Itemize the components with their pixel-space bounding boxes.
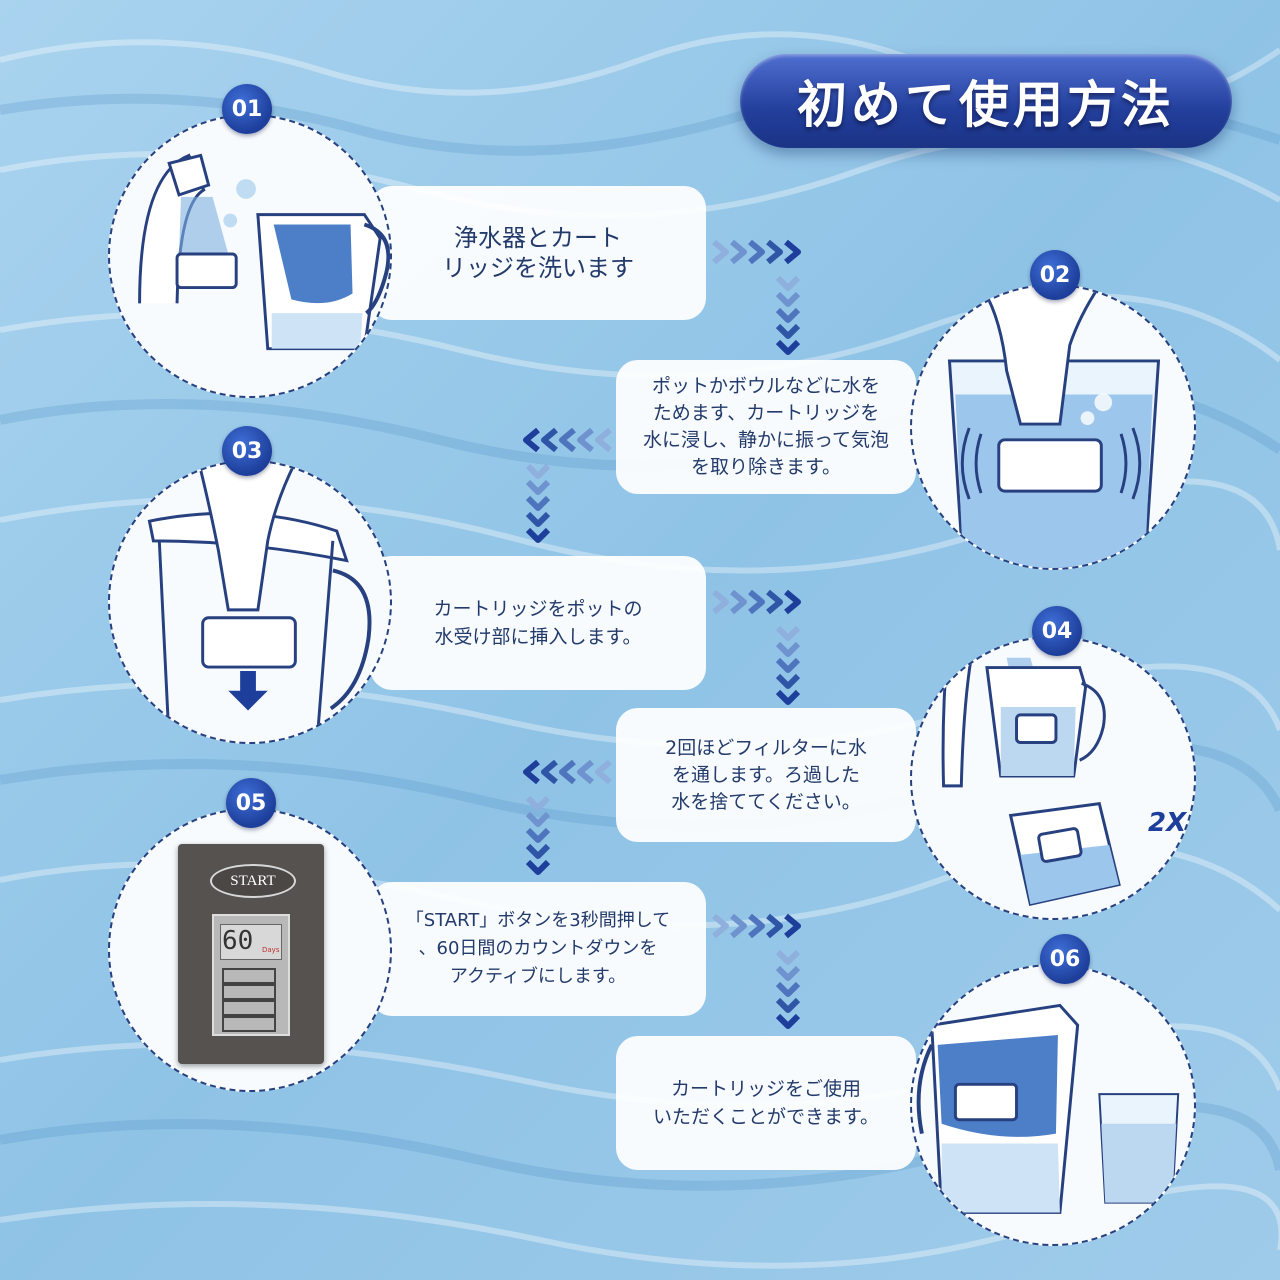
timer-start-label: START (230, 872, 276, 889)
timer-display-unit: Days (262, 946, 280, 954)
step-2-badge: 02 (1030, 250, 1080, 300)
timer-device: START 60 Days (178, 844, 324, 1064)
step-1-textbox: 浄水器とカート リッジを洗います (370, 186, 706, 320)
step-3-badge: 03 (222, 426, 272, 476)
step-5-illustration: START 60 Days (108, 808, 392, 1092)
title-banner: 初めて使用方法 (740, 54, 1232, 148)
step-6-textbox: カートリッジをご使用 いただくことができます。 (616, 1036, 916, 1170)
flow-arrow-4-5 (523, 759, 612, 875)
step-6-badge: 06 (1040, 934, 1090, 984)
step-2-illustration (910, 284, 1196, 570)
step-5-textbox: 「START」ボタンを3秒間押して 、60日間のカウントダウンを アクティブにし… (370, 882, 706, 1016)
step-2-textbox: ポットかボウルなどに水を ためます、カートリッジを 水に浸し、静かに振って気泡 … (616, 360, 916, 494)
flow-arrow-5-6 (712, 913, 801, 1029)
step-1-illustration (108, 114, 392, 398)
page-title: 初めて使用方法 (797, 76, 1175, 134)
step-2-text: ポットかボウルなどに水を ためます、カートリッジを 水に浸し、静かに振って気泡 … (642, 375, 890, 478)
step-3-textbox: カートリッジをポットの 水受け部に挿入します。 (370, 556, 706, 690)
step-3-illustration (108, 460, 392, 744)
repeat-label: 2X (1148, 808, 1187, 838)
timer-start-button[interactable]: START (210, 864, 296, 898)
step-4-textbox: 2回ほどフィルターに水 を通します。ろ過した 水を捨ててください。 (616, 708, 916, 842)
step-3-text: カートリッジをポットの 水受け部に挿入します。 (433, 598, 643, 648)
timer-display-value: 60 (222, 926, 254, 956)
step-4-illustration: 2X (910, 636, 1196, 920)
step-6-illustration (910, 964, 1196, 1246)
timer-display: 60 Days (212, 914, 290, 1036)
step-1-badge: 01 (222, 84, 272, 134)
step-1-text: 浄水器とカート リッジを洗います (442, 224, 634, 282)
step-5-badge: 05 (226, 778, 276, 828)
step-4-text: 2回ほどフィルターに水 を通します。ろ過した 水を捨ててください。 (665, 736, 867, 813)
flow-arrow-3-4 (712, 589, 801, 705)
step-6-text: カートリッジをご使用 いただくことができます。 (652, 1078, 880, 1128)
flow-arrow-1-2 (712, 239, 801, 355)
step-4-badge: 04 (1032, 606, 1082, 656)
step-5-text: 「START」ボタンを3秒間押して 、60日間のカウントダウンを アクティブにし… (405, 910, 671, 987)
flow-arrow-2-3 (523, 427, 612, 543)
